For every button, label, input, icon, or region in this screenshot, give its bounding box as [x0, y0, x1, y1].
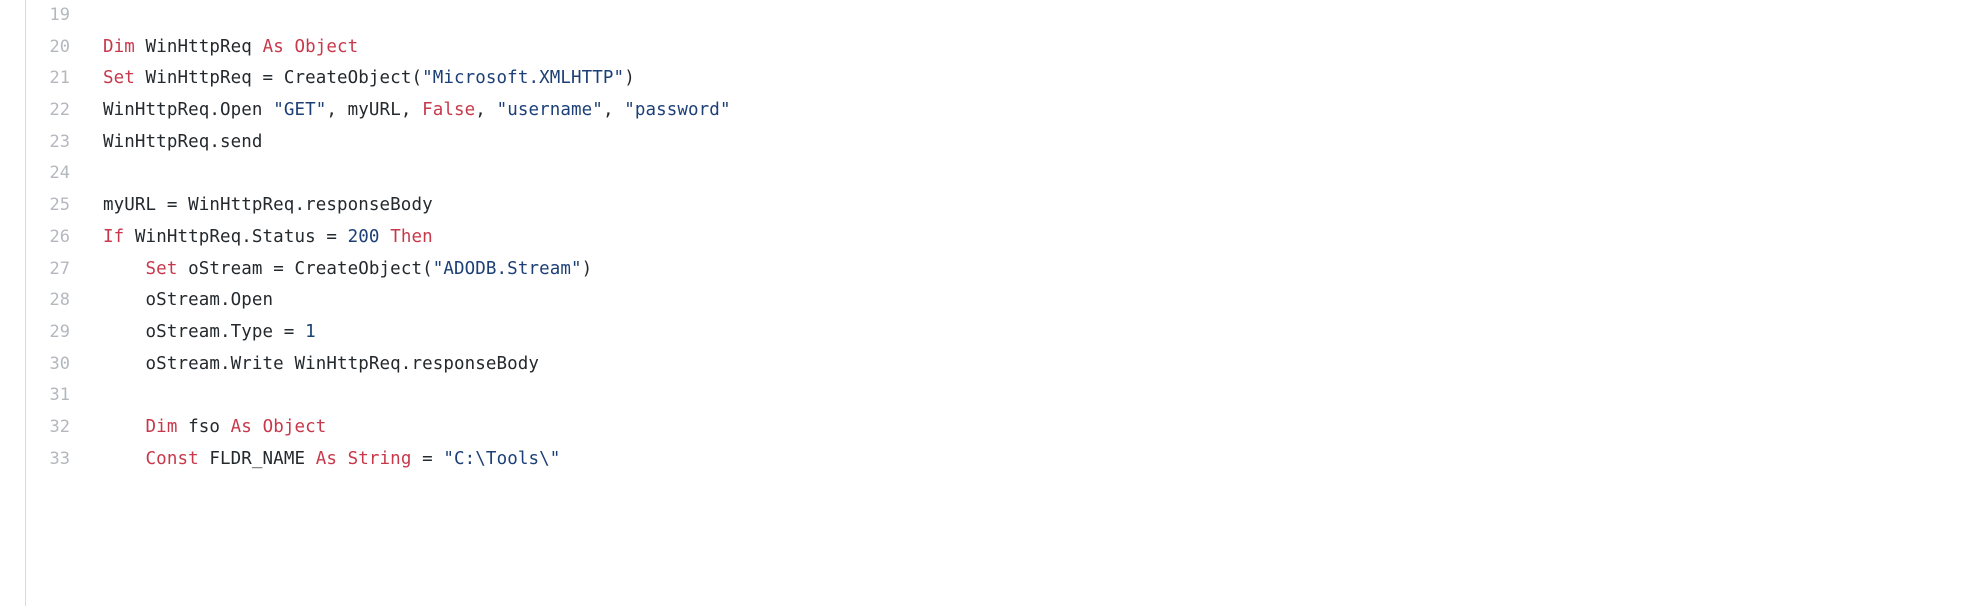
token-plain: , myURL, — [326, 100, 423, 121]
line-content[interactable]: Set oStream = CreateObject("ADODB.Stream… — [70, 254, 593, 286]
token-plain: WinHttpReq.send — [103, 131, 263, 152]
token-kw: As String — [315, 448, 412, 469]
line-content[interactable]: Const FLDR_NAME As String = "C:\Tools\" — [70, 444, 561, 476]
line-content[interactable]: WinHttpReq.send — [70, 127, 263, 159]
token-plain: ) — [581, 258, 593, 279]
line-number: 31 — [49, 385, 70, 406]
token-kw: False — [422, 100, 476, 121]
token-plain: WinHttpReq — [134, 36, 263, 57]
line-content[interactable]: oStream.Type = 1 — [70, 317, 316, 349]
line-number: 22 — [49, 100, 70, 121]
token-plain: ) — [624, 68, 635, 89]
code-line[interactable]: 31 — [0, 380, 1980, 412]
token-str: "ADODB.Stream" — [432, 258, 582, 279]
token-plain: oStream.Open — [103, 290, 274, 311]
code-line[interactable]: 27 Set oStream = CreateObject("ADODB.Str… — [0, 254, 1980, 286]
line-content[interactable]: myURL = WinHttpReq.responseBody — [70, 190, 433, 222]
line-number: 26 — [49, 226, 70, 247]
code-line[interactable]: 28 oStream.Open — [0, 285, 1980, 317]
line-number: 19 — [49, 5, 70, 25]
line-number: 29 — [49, 321, 70, 342]
token-kw: Then — [390, 226, 433, 247]
token-plain — [103, 449, 146, 469]
token-plain: oStream.Type = — [103, 321, 306, 342]
token-plain: = — [411, 448, 444, 469]
code-line[interactable]: 24 — [0, 158, 1980, 190]
line-number: 23 — [49, 131, 70, 152]
token-plain: myURL = WinHttpReq.responseBody — [103, 195, 433, 216]
line-number: 27 — [49, 258, 70, 279]
token-plain: WinHttpReq.Status = — [124, 226, 348, 247]
token-kw: Const — [145, 448, 199, 469]
token-plain: , — [602, 100, 625, 121]
token-str: "C:\Tools\" — [443, 448, 561, 469]
code-line[interactable]: 19 — [0, 0, 1980, 32]
token-kw: Set — [103, 68, 135, 89]
token-num: 1 — [305, 321, 316, 342]
token-kw: Set — [145, 258, 178, 279]
token-plain: , — [475, 100, 497, 121]
token-num: 200 — [347, 226, 380, 247]
code-line[interactable]: 32 Dim fso As Object — [0, 412, 1980, 444]
token-plain: WinHttpReq = CreateObject( — [134, 68, 423, 89]
line-number: 33 — [49, 448, 70, 469]
token-kw: As Object — [230, 416, 327, 437]
token-kw: As Object — [262, 36, 359, 57]
token-plain: WinHttpReq.Open — [103, 100, 274, 121]
line-number: 20 — [49, 36, 70, 57]
token-plain: fso — [177, 416, 231, 437]
code-line[interactable]: 23 WinHttpReq.send — [0, 127, 1980, 159]
code-line[interactable]: 33 Const FLDR_NAME As String = "C:\Tools… — [0, 444, 1980, 476]
line-number: 32 — [49, 416, 70, 437]
line-content[interactable]: oStream.Open — [70, 285, 274, 317]
token-plain: oStream.Write WinHttpReq.responseBody — [103, 353, 540, 374]
token-str: "username" — [496, 100, 603, 121]
line-content[interactable]: oStream.Write WinHttpReq.responseBody — [70, 349, 539, 381]
line-content[interactable]: Set WinHttpReq = CreateObject("Microsoft… — [70, 63, 635, 95]
line-number: 30 — [49, 353, 70, 374]
token-str: "Microsoft.XMLHTTP" — [422, 68, 625, 89]
gutter-divider — [25, 0, 26, 606]
line-number: 28 — [49, 290, 70, 311]
token-plain — [103, 259, 146, 279]
line-number: 25 — [49, 195, 70, 216]
token-plain: FLDR_NAME — [198, 448, 316, 469]
token-kw: Dim — [145, 416, 178, 437]
line-content[interactable]: Dim fso As Object — [70, 412, 327, 444]
token-kw: Dim — [103, 36, 135, 57]
token-kw: If — [103, 226, 125, 247]
line-content[interactable]: WinHttpReq.Open "GET", myURL, False, "us… — [70, 95, 731, 127]
code-line[interactable]: 29 oStream.Type = 1 — [0, 317, 1980, 349]
token-plain: oStream = CreateObject( — [177, 258, 433, 279]
code-line[interactable]: 25 myURL = WinHttpReq.responseBody — [0, 190, 1980, 222]
token-str: "password" — [624, 100, 731, 121]
token-plain — [380, 227, 391, 247]
code-line[interactable]: 30 oStream.Write WinHttpReq.responseBody — [0, 349, 1980, 381]
line-content[interactable]: Dim WinHttpReq As Object — [70, 32, 358, 64]
token-plain — [103, 417, 146, 437]
line-content[interactable]: If WinHttpReq.Status = 200 Then — [70, 222, 433, 254]
token-str: "GET" — [273, 100, 327, 121]
line-number: 24 — [49, 163, 70, 184]
line-number: 21 — [49, 68, 70, 89]
